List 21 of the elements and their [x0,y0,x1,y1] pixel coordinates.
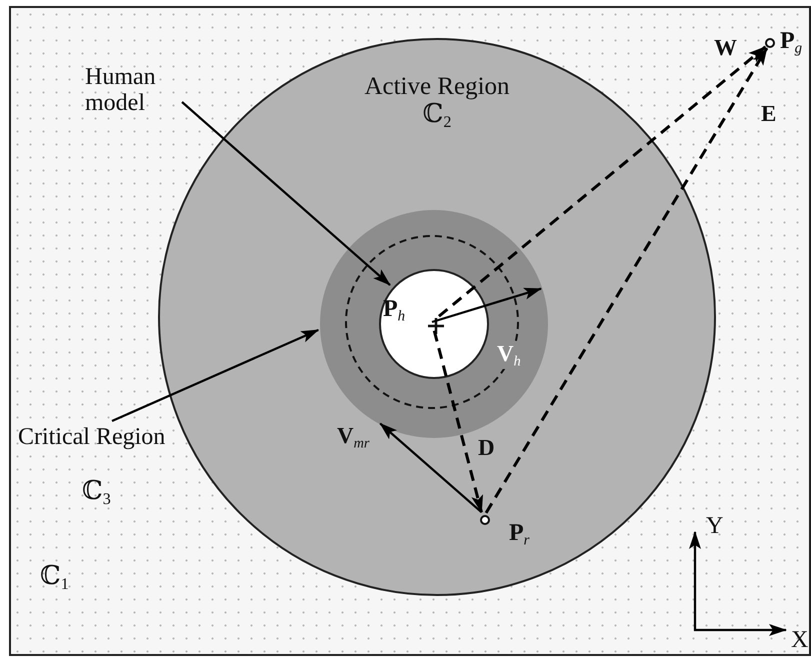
region-symbol: ℂ$_{1}$ [40,563,69,593]
vector-arrow [380,422,482,514]
cross-marker [428,318,444,334]
dashed-arrow [432,330,484,514]
dashed-arrow [484,47,768,514]
region-symbol: ℂ$_{2}$ [422,100,452,132]
vector-arrow [432,288,542,324]
point-label: P$_{r}$ [509,521,530,548]
region-label: Active Region [364,74,510,100]
axis-label: X [791,628,808,652]
point-label: P$_{h}$ [383,297,406,324]
dashed-arrow [438,46,766,318]
point-label: P$_{g}$ [780,29,802,56]
region-symbol: ℂ$_{3}$ [82,478,111,508]
axis-label: Y [706,514,724,538]
leader-arrow [181,101,391,286]
human-model-label: Human model [85,64,185,120]
critical-region-label: Critical Region [18,424,204,454]
leader-arrow [112,328,320,422]
edge-label: V$_{h}$ [496,342,522,369]
point-marker [480,515,490,525]
